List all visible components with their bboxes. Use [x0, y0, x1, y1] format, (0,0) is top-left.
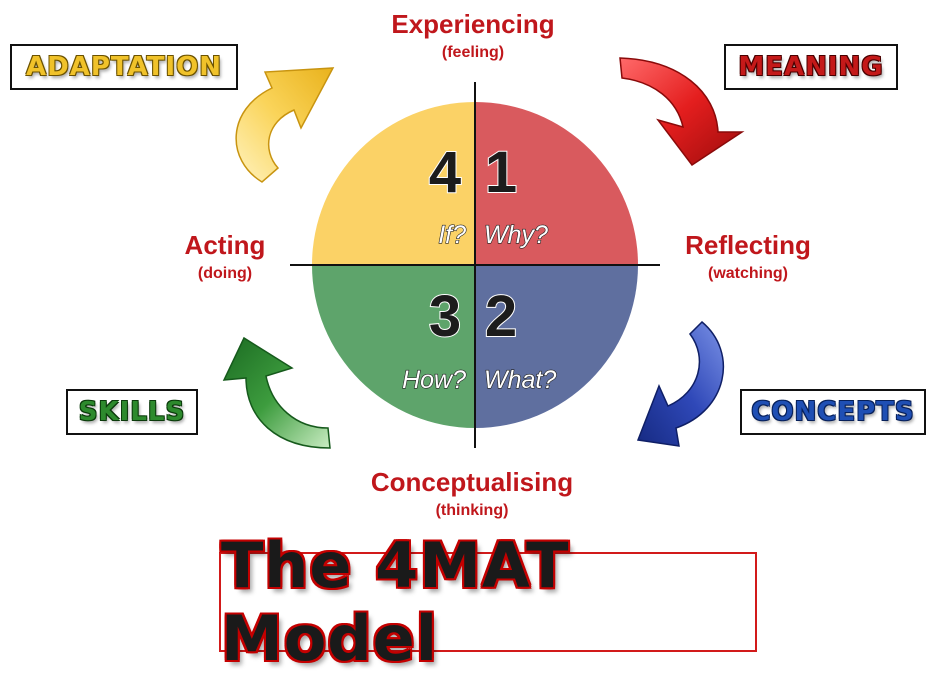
quadrant-1	[475, 102, 638, 265]
quadrant-1-question: Why?	[484, 221, 548, 249]
watching-sublabel: (watching)	[708, 265, 788, 282]
quadrant-3-number: 3	[429, 284, 461, 349]
concepts-box: CONCEPTS	[740, 389, 926, 435]
thinking-sublabel: (thinking)	[436, 502, 509, 519]
quadrant-2-question: What?	[484, 366, 556, 394]
arrow-red-icon	[619, 57, 745, 167]
adaptation-box: ADAPTATION	[10, 44, 238, 90]
quadrant-2	[475, 265, 638, 428]
skills-box: SKILLS	[66, 389, 198, 435]
quadrant-4	[312, 102, 475, 265]
arrow-yellow-icon	[235, 67, 335, 183]
feeling-sublabel: (feeling)	[442, 44, 504, 61]
experiencing-label: Experiencing	[391, 9, 554, 39]
reflecting-label: Reflecting	[685, 230, 811, 260]
quadrant-1-number: 1	[485, 140, 517, 205]
arrow-green-icon	[222, 336, 331, 449]
quadrant-3-question: How?	[402, 366, 466, 394]
model-title: The 4MAT Model	[219, 529, 757, 675]
quadrant-3	[312, 265, 475, 428]
quadrant-4-question: If?	[438, 221, 466, 249]
doing-sublabel: (doing)	[198, 265, 252, 282]
quadrant-4-number: 4	[429, 140, 461, 205]
arrow-blue-icon	[636, 320, 725, 447]
meaning-box: MEANING	[724, 44, 898, 90]
4mat-diagram: 4 1 3 2 If? Why? How? What? Experiencing…	[184, 9, 811, 520]
quadrant-2-number: 2	[485, 284, 517, 349]
acting-label: Acting	[185, 230, 266, 260]
conceptualising-label: Conceptualising	[371, 467, 573, 497]
